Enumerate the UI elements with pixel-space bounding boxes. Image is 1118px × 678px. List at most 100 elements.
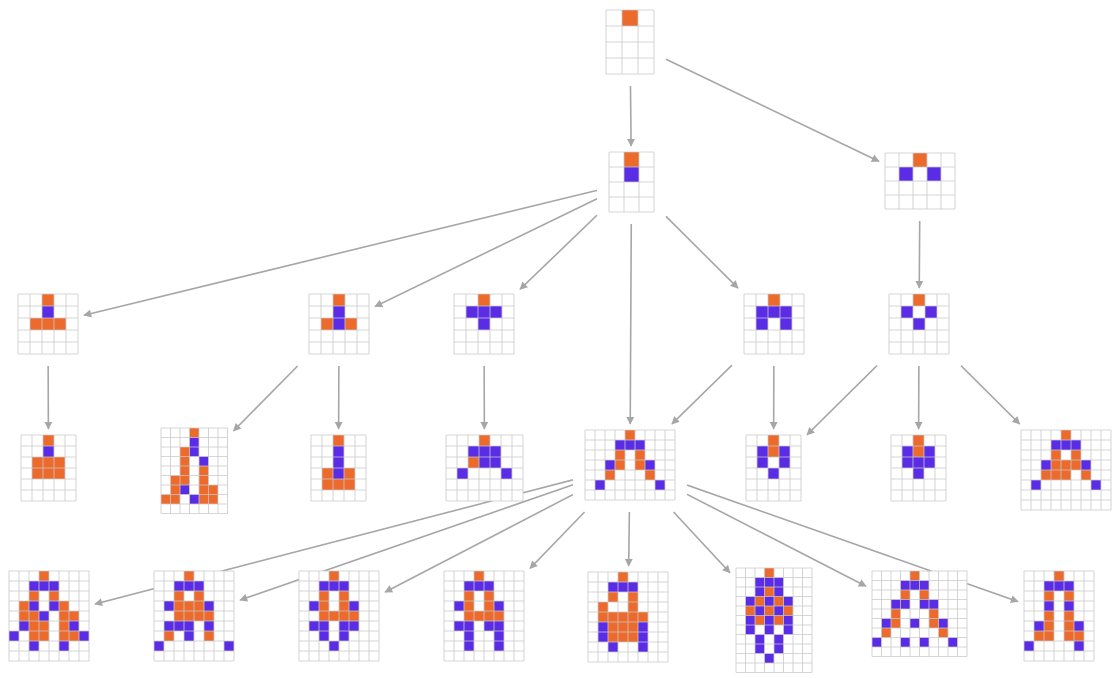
purple-cell bbox=[605, 460, 615, 470]
orange-cell bbox=[494, 611, 504, 621]
purple-cell bbox=[938, 618, 948, 628]
purple-cell bbox=[309, 621, 319, 631]
orange-cell bbox=[199, 475, 209, 485]
purple-cell bbox=[464, 641, 474, 651]
purple-cell bbox=[79, 631, 89, 641]
orange-cell bbox=[618, 612, 628, 622]
edge-arrow-g1a-to-center bbox=[626, 223, 635, 425]
purple-cell bbox=[768, 468, 779, 479]
purple-cell bbox=[164, 621, 174, 631]
orange-cell bbox=[59, 601, 69, 611]
purple-cell bbox=[329, 641, 339, 651]
orange-cell bbox=[32, 457, 43, 468]
purple-cell bbox=[881, 618, 891, 628]
orange-cell bbox=[1061, 430, 1071, 440]
purple-cell bbox=[189, 437, 199, 447]
purple-cell bbox=[638, 642, 648, 652]
purple-cell bbox=[615, 440, 625, 450]
orange-cell bbox=[174, 611, 184, 621]
orange-cell bbox=[745, 606, 755, 616]
purple-cell bbox=[1074, 621, 1084, 631]
orange-cell bbox=[319, 601, 329, 611]
orange-cell bbox=[464, 591, 474, 601]
purple-cell bbox=[1054, 581, 1064, 591]
orange-cell bbox=[929, 609, 939, 619]
orange-cell bbox=[464, 601, 474, 611]
orange-cell bbox=[1041, 470, 1051, 480]
purple-cell bbox=[39, 581, 49, 591]
edge-arrow-g1a-to-g2a bbox=[83, 189, 598, 318]
orange-cell bbox=[755, 615, 765, 625]
state-node-center bbox=[584, 429, 676, 501]
state-node-g4d bbox=[443, 570, 525, 662]
purple-cell bbox=[189, 494, 199, 504]
purple-cell bbox=[19, 621, 29, 631]
purple-cell bbox=[319, 581, 329, 591]
orange-cell bbox=[319, 591, 329, 601]
purple-cell bbox=[333, 446, 344, 457]
orange-cell bbox=[39, 631, 49, 641]
orange-cell bbox=[184, 601, 194, 611]
purple-cell bbox=[484, 581, 494, 591]
state-node-g1a bbox=[608, 151, 655, 213]
orange-cell bbox=[1054, 571, 1064, 581]
orange-cell bbox=[184, 611, 194, 621]
purple-cell bbox=[624, 167, 639, 182]
state-node-g4e bbox=[587, 571, 669, 663]
state-node-g4b bbox=[153, 570, 235, 662]
edge-arrow-g1a-to-g2b bbox=[374, 198, 598, 308]
purple-cell bbox=[466, 306, 478, 318]
purple-cell bbox=[635, 440, 645, 450]
purple-cell bbox=[608, 642, 618, 652]
orange-cell bbox=[598, 612, 608, 622]
purple-cell bbox=[764, 596, 774, 606]
orange-cell bbox=[174, 591, 184, 601]
purple-cell bbox=[184, 621, 194, 631]
purple-cell bbox=[39, 611, 49, 621]
purple-cell bbox=[755, 577, 765, 587]
purple-cell bbox=[757, 446, 768, 457]
purple-cell bbox=[910, 580, 920, 590]
orange-cell bbox=[322, 468, 333, 479]
orange-cell bbox=[774, 615, 784, 625]
orange-cell bbox=[59, 621, 69, 631]
purple-cell bbox=[645, 460, 655, 470]
state-node-g3h bbox=[1020, 429, 1112, 511]
purple-cell bbox=[902, 457, 913, 468]
purple-cell bbox=[745, 615, 755, 625]
purple-cell bbox=[333, 457, 344, 468]
purple-cell bbox=[780, 318, 792, 330]
orange-cell bbox=[1051, 450, 1061, 460]
purple-cell bbox=[49, 581, 59, 591]
purple-cell bbox=[29, 581, 39, 591]
orange-cell bbox=[54, 468, 65, 479]
orange-cell bbox=[321, 318, 333, 330]
purple-cell bbox=[774, 644, 784, 654]
purple-cell bbox=[333, 468, 344, 479]
purple-cell bbox=[1031, 480, 1041, 490]
purple-cell bbox=[184, 631, 194, 641]
purple-cell bbox=[902, 446, 913, 457]
edge-arrow-center-to-g4d bbox=[529, 511, 586, 569]
purple-cell bbox=[494, 621, 504, 631]
orange-cell bbox=[69, 631, 79, 641]
orange-cell bbox=[1051, 470, 1061, 480]
purple-cell bbox=[319, 631, 329, 641]
orange-cell bbox=[618, 622, 628, 632]
purple-cell bbox=[774, 634, 784, 644]
purple-cell bbox=[1074, 641, 1084, 651]
purple-cell bbox=[9, 631, 19, 641]
state-node-g2a bbox=[17, 293, 79, 355]
edge-arrow-root-to-g1b bbox=[665, 58, 880, 163]
purple-cell bbox=[913, 318, 925, 330]
orange-cell bbox=[464, 611, 474, 621]
purple-cell bbox=[768, 306, 780, 318]
orange-cell bbox=[913, 153, 927, 167]
edge-arrow-center-to-g4g bbox=[686, 493, 867, 587]
purple-cell bbox=[901, 306, 913, 318]
purple-cell bbox=[783, 596, 793, 606]
orange-cell bbox=[39, 621, 49, 631]
orange-cell bbox=[69, 611, 79, 621]
state-node-g3b bbox=[160, 427, 228, 514]
orange-cell bbox=[170, 494, 180, 504]
